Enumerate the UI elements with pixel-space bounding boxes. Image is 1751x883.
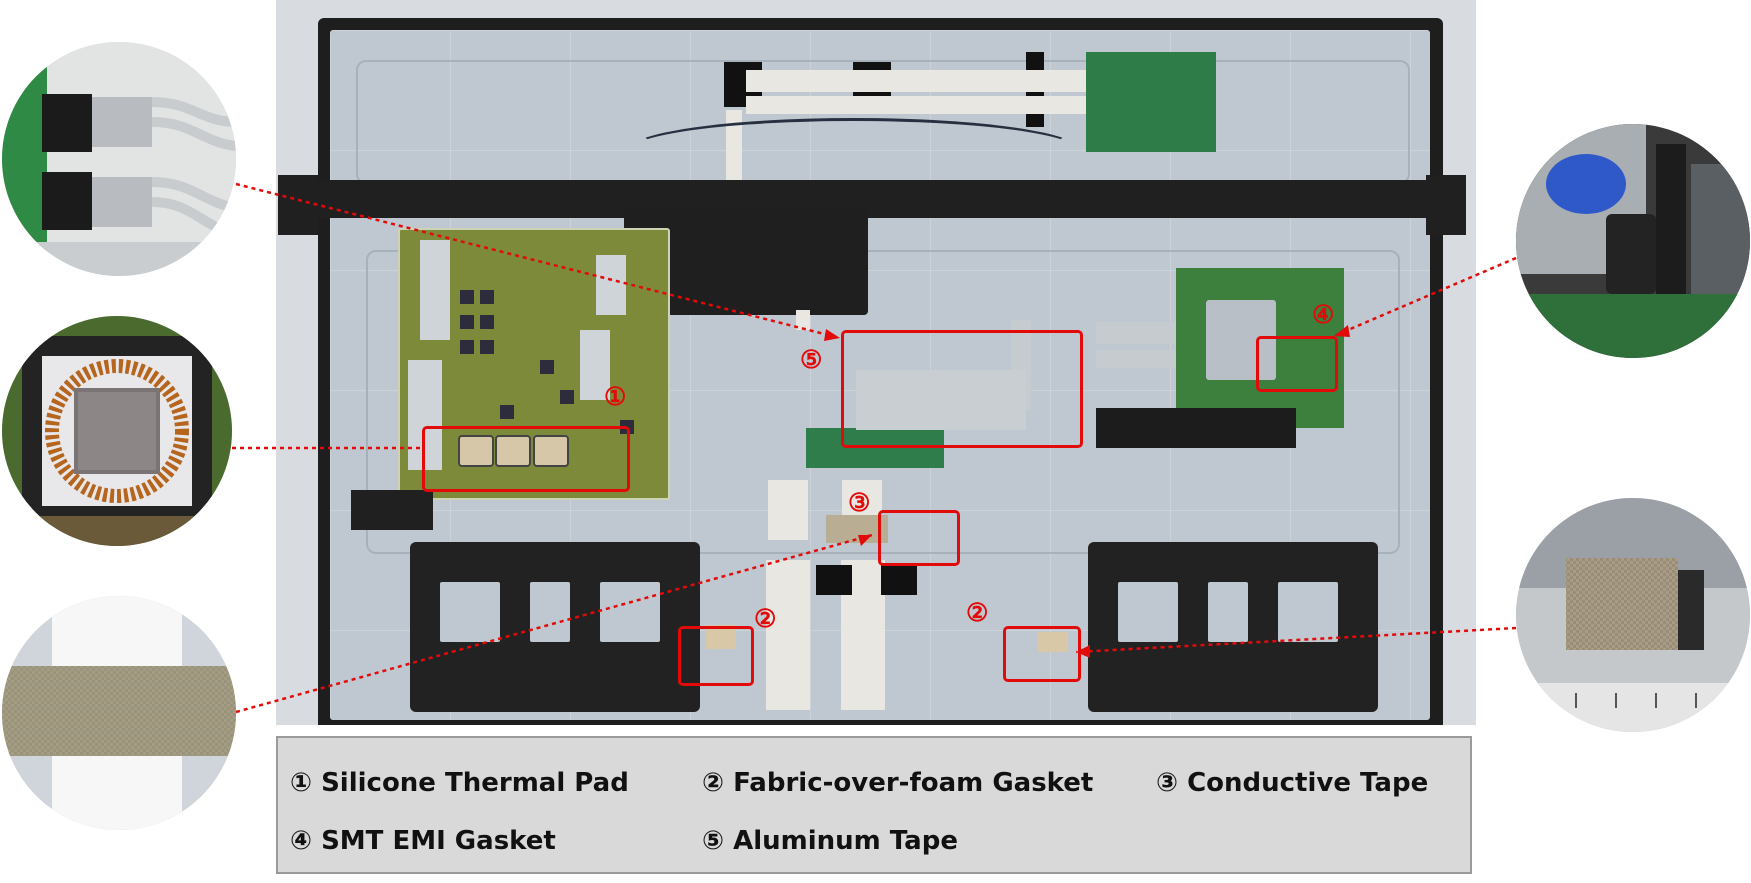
black-tape-patch xyxy=(881,565,917,595)
highlight-box-2-right xyxy=(1003,626,1081,682)
connector-tab xyxy=(796,310,810,330)
marker-1: ① xyxy=(604,383,627,411)
crossbar-end xyxy=(1426,175,1466,235)
left-speaker xyxy=(410,542,700,712)
marker-2-right: ② xyxy=(966,599,989,627)
highlight-box-2-left xyxy=(678,626,754,686)
arrowhead-3 xyxy=(858,535,872,546)
legend-box: ① Silicone Thermal Pad ② Fabric-over-foa… xyxy=(276,736,1472,874)
zoom-conductive-tape xyxy=(2,596,236,830)
top-circuit-board xyxy=(1086,52,1216,152)
highlight-box-4 xyxy=(1256,336,1338,392)
aluminum-taped-cable xyxy=(1096,322,1176,344)
main-board-connector xyxy=(1096,408,1296,448)
right-speaker xyxy=(1088,542,1378,712)
legend-item-smt-emi-gasket: ④ SMT EMI Gasket xyxy=(290,826,556,856)
main-board-shield xyxy=(1206,300,1276,380)
flat-ribbon-cable xyxy=(746,96,1086,114)
power-supply-board xyxy=(398,228,670,500)
tcon-board xyxy=(806,428,944,468)
black-tape-patch xyxy=(816,565,852,595)
conductive-tape-patch xyxy=(826,515,888,543)
marker-5: ⑤ xyxy=(800,346,823,374)
highlight-box-5 xyxy=(841,330,1083,448)
marker-2-left: ② xyxy=(754,605,777,633)
tv-backplane-photo: ① ② ② ③ ④ ⑤ xyxy=(276,0,1476,725)
marker-3: ③ xyxy=(848,489,871,517)
legend-item-silicone-thermal-pad: ① Silicone Thermal Pad xyxy=(290,768,629,798)
zoom-silicone-thermal-pad xyxy=(2,316,232,546)
flat-ribbon-cable xyxy=(768,480,808,540)
flat-ribbon-cable xyxy=(746,70,1086,92)
callout-line-4 xyxy=(1333,256,1517,338)
zoom-aluminum-tape-cables xyxy=(2,42,236,276)
legend-item-conductive-tape: ③ Conductive Tape xyxy=(1156,768,1429,798)
aluminum-taped-cable-bundle xyxy=(856,370,1026,430)
legend-item-aluminum-tape: ⑤ Aluminum Tape xyxy=(702,826,958,856)
foam-gasket xyxy=(706,625,736,649)
callout-line-5 xyxy=(235,182,841,340)
crossbar-end xyxy=(278,175,318,235)
highlight-box-3 xyxy=(878,510,960,566)
arrowhead-5 xyxy=(824,329,840,341)
aluminum-taped-cable xyxy=(1096,350,1176,368)
wire-harness xyxy=(626,118,1082,184)
callout-line-3 xyxy=(235,533,873,714)
panel-rib xyxy=(366,250,1400,554)
zoom-smt-emi-gasket xyxy=(1516,124,1750,358)
callout-line-2 xyxy=(1075,626,1517,654)
arrowhead-4 xyxy=(1334,325,1350,337)
flat-ribbon-cable xyxy=(766,560,810,710)
psu-mount-plate xyxy=(351,490,433,530)
arrowhead-2 xyxy=(1076,645,1090,658)
foam-gasket xyxy=(1038,632,1068,652)
marker-4: ④ xyxy=(1312,301,1335,329)
legend-item-fabric-over-foam-gasket: ② Fabric-over-foam Gasket xyxy=(702,768,1094,798)
highlight-box-1 xyxy=(422,426,630,492)
